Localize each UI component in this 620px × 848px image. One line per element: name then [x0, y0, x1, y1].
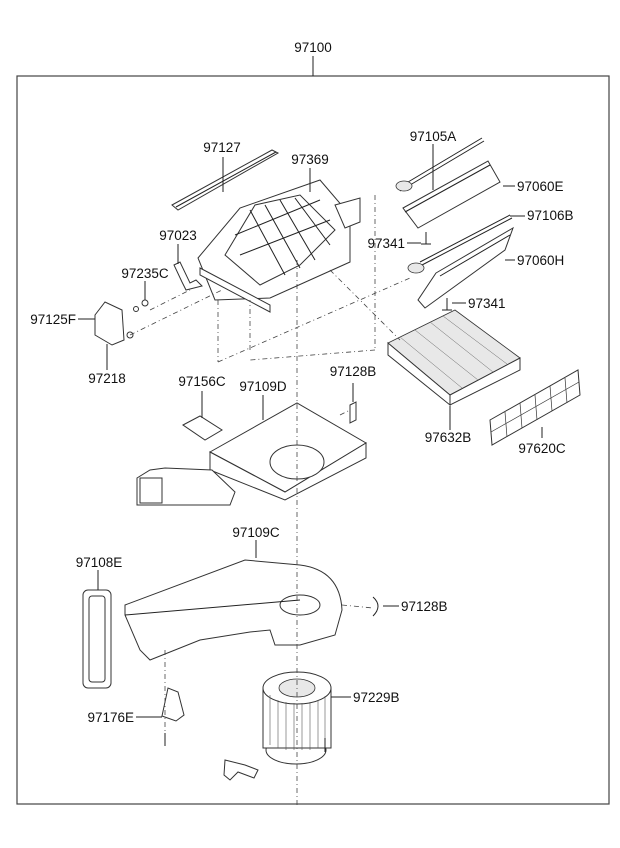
- part-label-97229B[interactable]: 97229B: [353, 690, 400, 705]
- part-97235C-drawing[interactable]: [133, 299, 149, 312]
- part-label-97060H[interactable]: 97060H: [517, 253, 564, 268]
- part-label-97128B-1[interactable]: 97128B: [330, 364, 377, 379]
- part-label-97128B-2[interactable]: 97128B: [401, 599, 448, 614]
- part-97620C-drawing[interactable]: [489, 369, 581, 446]
- part-label-97106B[interactable]: 97106B: [527, 208, 574, 223]
- part-97106B-drawing[interactable]: [407, 214, 513, 274]
- part-97109D-drawing[interactable]: [136, 402, 367, 506]
- part-label-97109C[interactable]: 97109C: [232, 525, 280, 540]
- leader-lines: [78, 144, 543, 718]
- part-97023-drawing[interactable]: [173, 261, 203, 291]
- part-97125F-drawing[interactable]: [94, 301, 134, 346]
- part-label-97620C[interactable]: 97620C: [518, 441, 566, 456]
- part-97128B-drawing-2[interactable]: [372, 596, 379, 617]
- part-97127-drawing[interactable]: [171, 149, 280, 211]
- part-label-97341-2[interactable]: 97341: [468, 296, 506, 311]
- part-label-97109D[interactable]: 97109D: [239, 379, 287, 394]
- part-label-97060E[interactable]: 97060E: [517, 179, 564, 194]
- part-label-97369[interactable]: 97369: [291, 152, 329, 167]
- part-97060E-drawing[interactable]: [402, 160, 501, 229]
- part-labels: 97127 97369 97105A 97060E 97106B 97341 9…: [30, 129, 573, 725]
- assembly-guide-lines: [129, 195, 411, 805]
- part-97128B-drawing-1[interactable]: [349, 401, 357, 424]
- part-label-97105A[interactable]: 97105A: [410, 129, 457, 144]
- part-97108E-drawing[interactable]: [82, 589, 112, 689]
- part-97341-screw-drawing-2[interactable]: [442, 298, 452, 311]
- part-97632B-drawing[interactable]: [387, 309, 521, 407]
- part-label-97632B[interactable]: 97632B: [425, 430, 472, 445]
- part-97109C-drawing[interactable]: [124, 559, 343, 661]
- part-label-97023[interactable]: 97023: [159, 228, 197, 243]
- part-label-97125F[interactable]: 97125F: [30, 312, 76, 327]
- part-97105A-drawing[interactable]: [395, 137, 485, 192]
- part-97060H-drawing[interactable]: [417, 226, 514, 309]
- part-97229B-drawing[interactable]: [223, 671, 332, 781]
- part-97156C-drawing[interactable]: [182, 415, 223, 441]
- part-label-97235C[interactable]: 97235C: [121, 266, 169, 281]
- part-label-97108E[interactable]: 97108E: [76, 555, 123, 570]
- part-label-97218[interactable]: 97218: [88, 371, 126, 386]
- part-label-97127[interactable]: 97127: [203, 140, 241, 155]
- part-label-97156C[interactable]: 97156C: [178, 374, 226, 389]
- part-97176E-drawing[interactable]: [161, 687, 185, 722]
- part-97369-drawing[interactable]: [197, 179, 361, 313]
- part-label-97341-1[interactable]: 97341: [367, 236, 405, 251]
- part-label-97176E[interactable]: 97176E: [87, 710, 134, 725]
- assembly-number-label[interactable]: 97100: [294, 40, 332, 55]
- part-97341-screw-drawing-1[interactable]: [421, 232, 431, 245]
